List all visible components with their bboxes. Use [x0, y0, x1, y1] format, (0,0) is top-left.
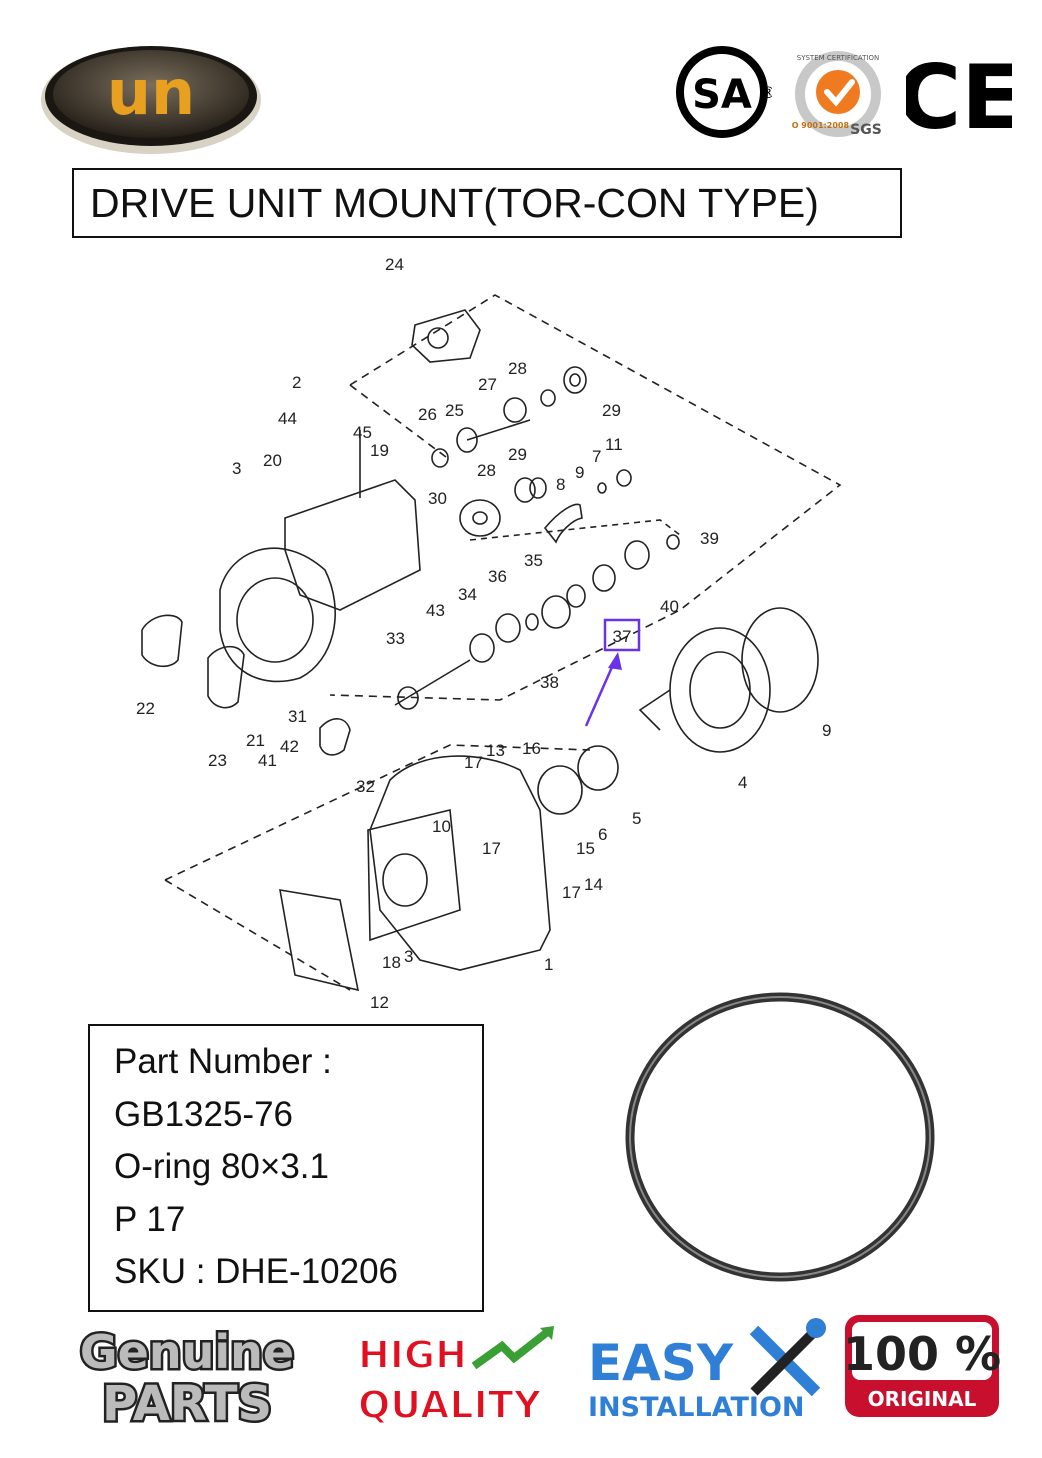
svg-text:INSTALLATION: INSTALLATION — [588, 1392, 805, 1423]
callout: 45 — [353, 423, 372, 442]
callout: 31 — [288, 707, 307, 726]
callout: 6 — [598, 825, 607, 844]
part-description: O-ring 80×3.1 — [114, 1147, 329, 1186]
callout: 35 — [524, 551, 543, 570]
callout: 8 — [556, 475, 565, 494]
callout: 5 — [632, 809, 641, 828]
callout: 34 — [458, 585, 477, 604]
callout: 39 — [700, 529, 719, 548]
callout: 16 — [522, 739, 541, 758]
callout: 3 — [404, 947, 413, 966]
callout: 24 — [385, 255, 404, 274]
callout: 2 — [292, 373, 301, 392]
callout: 25 — [445, 401, 464, 420]
svg-text:ISO 9001:2008: ISO 9001:2008 — [792, 121, 849, 130]
high-quality-badge: HIGH QUALITY — [357, 1326, 554, 1426]
csa-certification-icon: SA ® — [676, 46, 772, 138]
callout: 12 — [370, 993, 389, 1012]
callout: 17 — [464, 753, 483, 772]
highlight-arrow — [584, 657, 618, 727]
callout: 28 — [477, 461, 496, 480]
brand-logo-text: un — [107, 56, 195, 129]
svg-text:HIGH: HIGH — [358, 1333, 467, 1377]
callout: 14 — [584, 875, 603, 894]
page-reference: P 17 — [114, 1199, 186, 1239]
svg-text:SGS: SGS — [850, 122, 882, 138]
callout: 17 — [482, 839, 501, 858]
callout: 11 — [605, 435, 623, 454]
svg-text:®: ® — [760, 83, 772, 102]
part-number-value: GB1325-76 — [114, 1094, 294, 1134]
callout: 20 — [263, 451, 282, 470]
svg-text:PARTS: PARTS — [102, 1376, 272, 1428]
sku-value: SKU : DHE-10206 — [114, 1252, 399, 1291]
callout: 28 — [508, 359, 527, 378]
callout: 40 — [660, 597, 679, 616]
callout: 30 — [428, 489, 447, 508]
callout: 21 — [246, 731, 265, 750]
callout: 36 — [488, 567, 507, 586]
callout: 17 — [562, 883, 581, 902]
genuine-parts-badge: Genuine PARTS — [77, 1323, 296, 1429]
callout: 41 — [258, 751, 277, 770]
callout: 10 — [432, 817, 451, 836]
callout: 23 — [208, 751, 227, 770]
callout: 38 — [540, 673, 559, 692]
callout: 18 — [382, 953, 401, 972]
callout: 44 — [278, 409, 297, 428]
part-number-label: Part Number : — [114, 1042, 332, 1081]
callout: 1 — [544, 955, 553, 974]
svg-text:SA: SA — [692, 72, 752, 118]
wrench-screwdriver-icon — [749, 1318, 826, 1397]
callout: 22 — [136, 699, 155, 718]
svg-text:ORIGINAL: ORIGINAL — [868, 1387, 977, 1411]
svg-text:Genuine: Genuine — [80, 1325, 294, 1379]
svg-text:QUALITY: QUALITY — [358, 1383, 542, 1426]
callout: 33 — [386, 629, 405, 648]
callout: 9 — [575, 463, 584, 482]
o-ring-photo — [625, 992, 935, 1282]
callout: 43 — [426, 601, 445, 620]
callout: 29 — [508, 445, 527, 464]
callout: 29 — [602, 401, 621, 420]
svg-text:100 %: 100 % — [843, 1327, 1001, 1381]
svg-text:SYSTEM CERTIFICATION: SYSTEM CERTIFICATION — [797, 54, 879, 62]
callout: 13 — [486, 741, 505, 760]
svg-text:EASY: EASY — [588, 1334, 734, 1392]
callout: 26 — [418, 405, 437, 424]
callout: 3 — [232, 459, 241, 478]
callout: 27 — [478, 375, 497, 394]
original-badge: 100 % ORIGINAL — [843, 1315, 1001, 1417]
part-info-box: Part Number : GB1325-76 O-ring 80×3.1 P … — [88, 1024, 484, 1312]
exploded-parts-diagram: 24 2 28 27 29 26 25 44 45 19 7 11 3 20 2… — [136, 255, 842, 1012]
callout: 42 — [280, 737, 299, 756]
brand-logo: un — [41, 46, 261, 154]
ce-mark-icon: CE — [906, 46, 1012, 140]
callout: 9 — [822, 721, 831, 740]
sgs-iso-certification-icon: SYSTEM CERTIFICATION ISO 9001:2008 SGS — [792, 51, 882, 138]
easy-installation-badge: EASY INSTALLATION — [588, 1318, 826, 1423]
page-title-text: DRIVE UNIT MOUNT(TOR-CON TYPE) — [90, 179, 819, 226]
callout: 15 — [576, 839, 595, 858]
page-title: DRIVE UNIT MOUNT(TOR-CON TYPE) — [72, 168, 902, 238]
callout: 4 — [738, 773, 747, 792]
callout: 32 — [356, 777, 375, 796]
highlight-box — [603, 618, 641, 652]
callout: 19 — [370, 441, 389, 460]
callout: 7 — [592, 447, 601, 466]
highlight-callout: 37 — [613, 627, 632, 646]
svg-text:CE: CE — [906, 46, 1012, 140]
